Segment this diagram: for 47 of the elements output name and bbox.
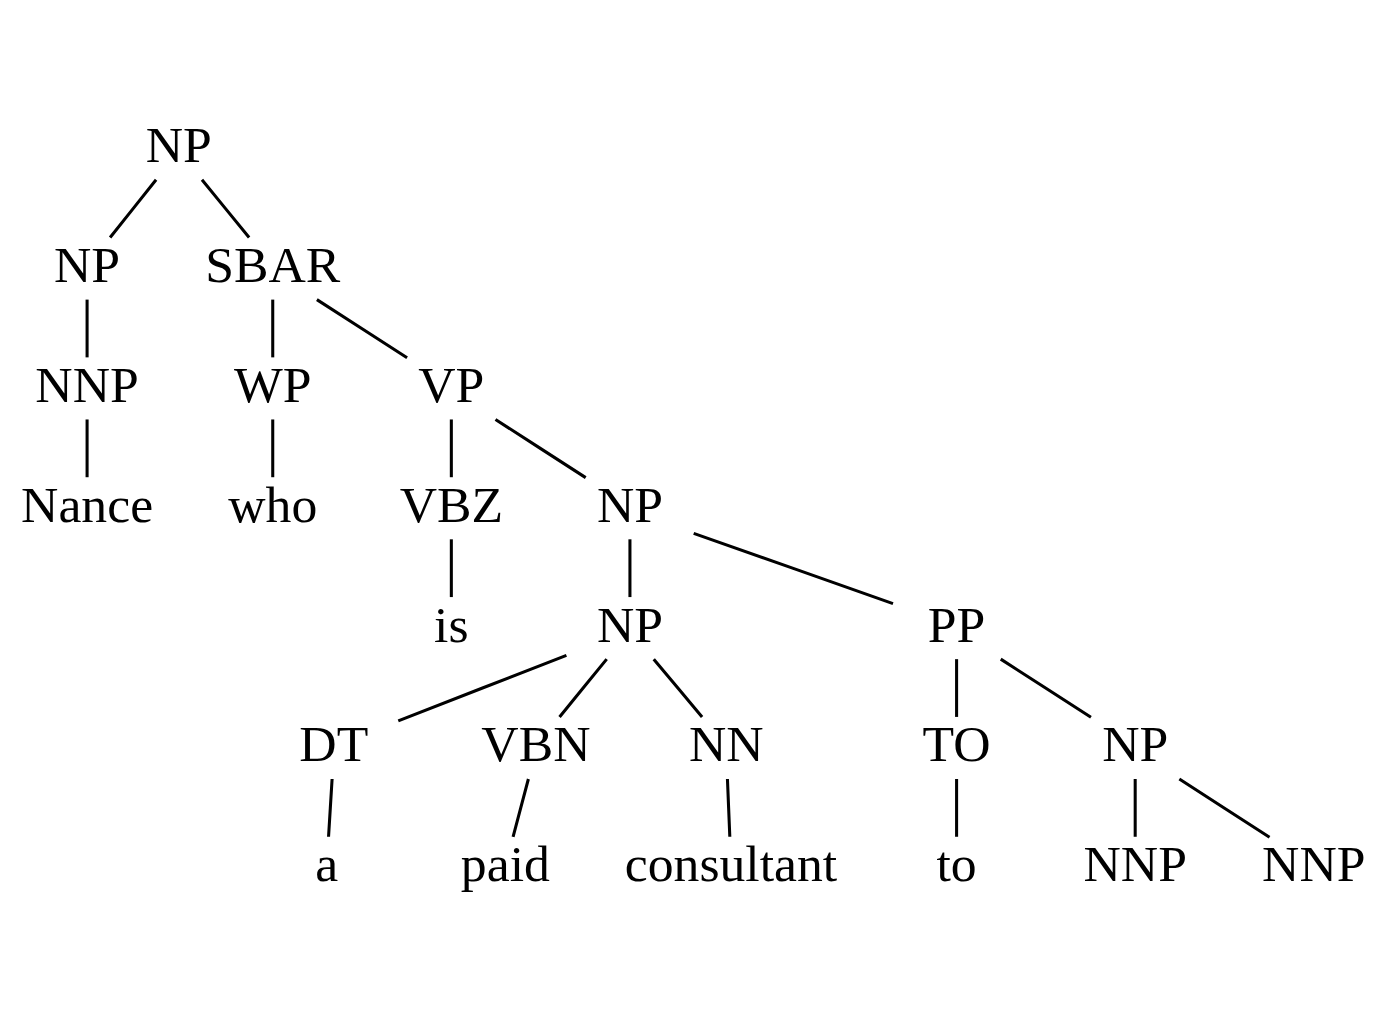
node-text: NNP — [35, 355, 139, 413]
connector — [955, 658, 959, 717]
node-text: a — [315, 834, 339, 892]
connector — [1133, 778, 1137, 837]
connector — [108, 178, 158, 238]
node-text: TO — [922, 714, 991, 772]
node-text: NP — [145, 115, 212, 173]
node-text: consultant — [624, 834, 838, 892]
connector — [652, 657, 704, 718]
node-text: NP — [1102, 714, 1169, 772]
connector — [558, 657, 608, 718]
connector — [200, 178, 251, 238]
connector — [316, 297, 408, 359]
node-text: NNP — [1083, 834, 1187, 892]
node-text: NP — [54, 235, 121, 293]
node-text: NP — [596, 475, 663, 533]
node-text: DT — [299, 714, 369, 772]
node-text: VBZ — [399, 475, 504, 533]
connector — [1178, 777, 1271, 838]
node-text: SBAR — [205, 235, 341, 293]
connector — [494, 417, 587, 479]
connector — [85, 418, 89, 477]
connector — [85, 299, 89, 357]
connector — [511, 778, 530, 837]
connector — [271, 299, 275, 357]
connector — [955, 778, 959, 837]
connector — [327, 778, 334, 837]
node-text: Nance — [21, 475, 154, 533]
connector — [725, 778, 732, 837]
node-text: WP — [233, 355, 312, 413]
node-text: to — [936, 834, 977, 892]
connector — [628, 538, 632, 597]
node-text: paid — [460, 834, 550, 892]
connector — [693, 531, 894, 605]
node-text: PP — [927, 595, 986, 653]
connector — [271, 418, 275, 477]
connector — [449, 418, 453, 477]
node-text: NN — [688, 714, 764, 772]
node-text: who — [228, 475, 318, 533]
node-text: is — [434, 595, 469, 653]
node-text: VBN — [481, 714, 591, 772]
connector — [449, 538, 453, 597]
connector — [999, 657, 1092, 719]
node-text: NNP — [1262, 834, 1366, 892]
node-text: NP — [596, 595, 663, 653]
node-text: VP — [418, 355, 485, 413]
connector — [397, 653, 567, 722]
